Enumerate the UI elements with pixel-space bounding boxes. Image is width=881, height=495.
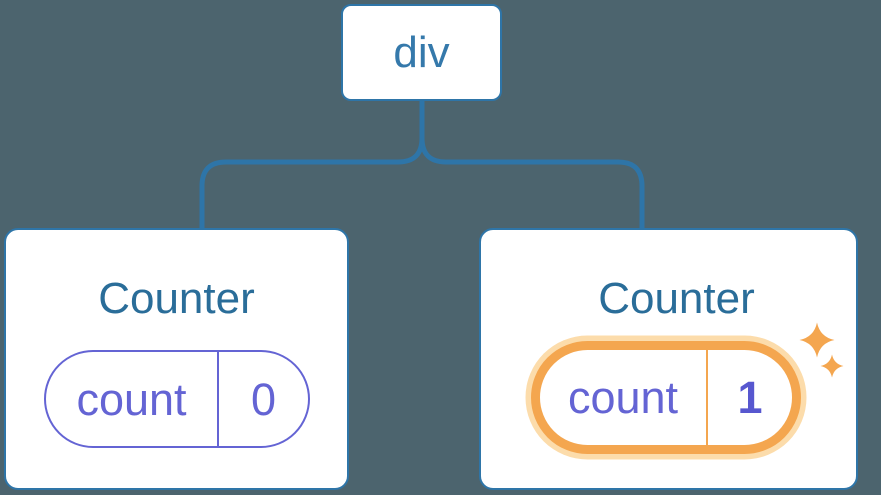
- state-pill-highlighted: count 1: [531, 341, 801, 454]
- state-key-cell: count: [46, 352, 219, 446]
- sparkle-star-large: [799, 322, 835, 358]
- component-title: Counter: [98, 274, 255, 323]
- component-title: Counter: [598, 274, 755, 323]
- counter-card-left: Counter count 0: [4, 228, 349, 490]
- state-key-cell: count: [540, 350, 708, 445]
- sparkle-star-small: [820, 354, 844, 378]
- connector-branch-right: [419, 100, 645, 230]
- sparkle-icon: [799, 322, 844, 378]
- counter-card-right: Counter count 1: [479, 228, 858, 490]
- root-node-label: div: [393, 27, 450, 77]
- connector-branch-left: [199, 100, 425, 230]
- state-value-cell: 0: [219, 352, 308, 446]
- root-node-div: div: [341, 4, 502, 101]
- state-key-label: count: [567, 372, 679, 423]
- state-value-cell: 1: [708, 350, 792, 445]
- state-key-label: count: [76, 373, 187, 425]
- state-value-label: 1: [737, 372, 763, 423]
- state-pill: count 0: [44, 350, 310, 448]
- state-value-label: 0: [250, 373, 277, 425]
